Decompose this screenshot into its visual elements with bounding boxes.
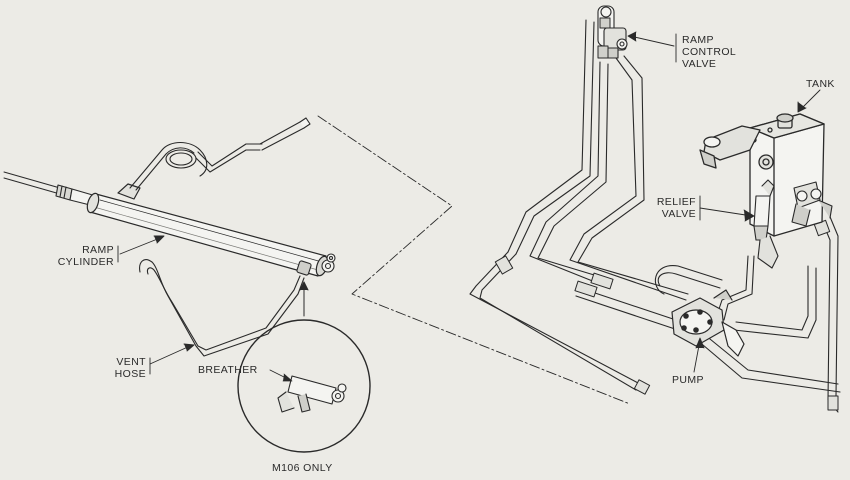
m106-only-label: M106 ONLY	[272, 462, 333, 474]
vent-hose	[139, 259, 305, 357]
ramp-cylinder-label: RAMP CYLINDER	[44, 244, 114, 268]
ramp-control-valve-label-line-1: RAMP	[682, 34, 714, 46]
leader-lines-left	[117, 235, 195, 375]
pump	[671, 289, 745, 357]
ramp-control-valve-label: RAMP CONTROL VALVE	[682, 34, 736, 70]
breather-label: BREATHER	[198, 364, 258, 376]
m106-detail-circle	[237, 281, 371, 453]
pump-label: PUMP	[672, 374, 704, 386]
relief-valve-label: RELIEF VALVE	[646, 196, 696, 220]
tank-outlet-fittings	[791, 181, 833, 227]
leader-lines-right	[627, 31, 821, 373]
m106-only-label-text: M106 ONLY	[272, 462, 333, 474]
tank-label: TANK	[806, 78, 835, 90]
ramp-cylinder-label-line-2: CYLINDER	[57, 256, 114, 268]
vent-hose-label-line-2: HOSE	[114, 368, 146, 380]
breather-detail	[269, 369, 347, 413]
relief-valve-label-line-2: VALVE	[661, 208, 696, 220]
vent-hose-label-line-1: VENT	[116, 356, 146, 368]
tank-label-text: TANK	[806, 78, 835, 90]
line-fittings	[494, 17, 839, 411]
routing-dash-dot-line	[317, 115, 631, 405]
pump-label-text: PUMP	[672, 374, 704, 386]
vent-hose-label: VENT HOSE	[96, 356, 146, 380]
relief-valve-label-line-1: RELIEF	[656, 196, 696, 208]
ramp-cylinder-body	[86, 183, 329, 277]
upper-coiled-line	[129, 117, 311, 191]
ramp-cylinder-label-line-1: RAMP	[82, 244, 114, 256]
ramp-control-valve-label-line-2: CONTROL	[682, 46, 737, 58]
breather-label-text: BREATHER	[198, 364, 258, 376]
cylinder-end-fittings	[296, 253, 336, 276]
cable-line	[3, 171, 61, 195]
relief-valve	[753, 179, 779, 269]
ramp-control-valve-label-line-3: VALVE	[682, 58, 717, 70]
